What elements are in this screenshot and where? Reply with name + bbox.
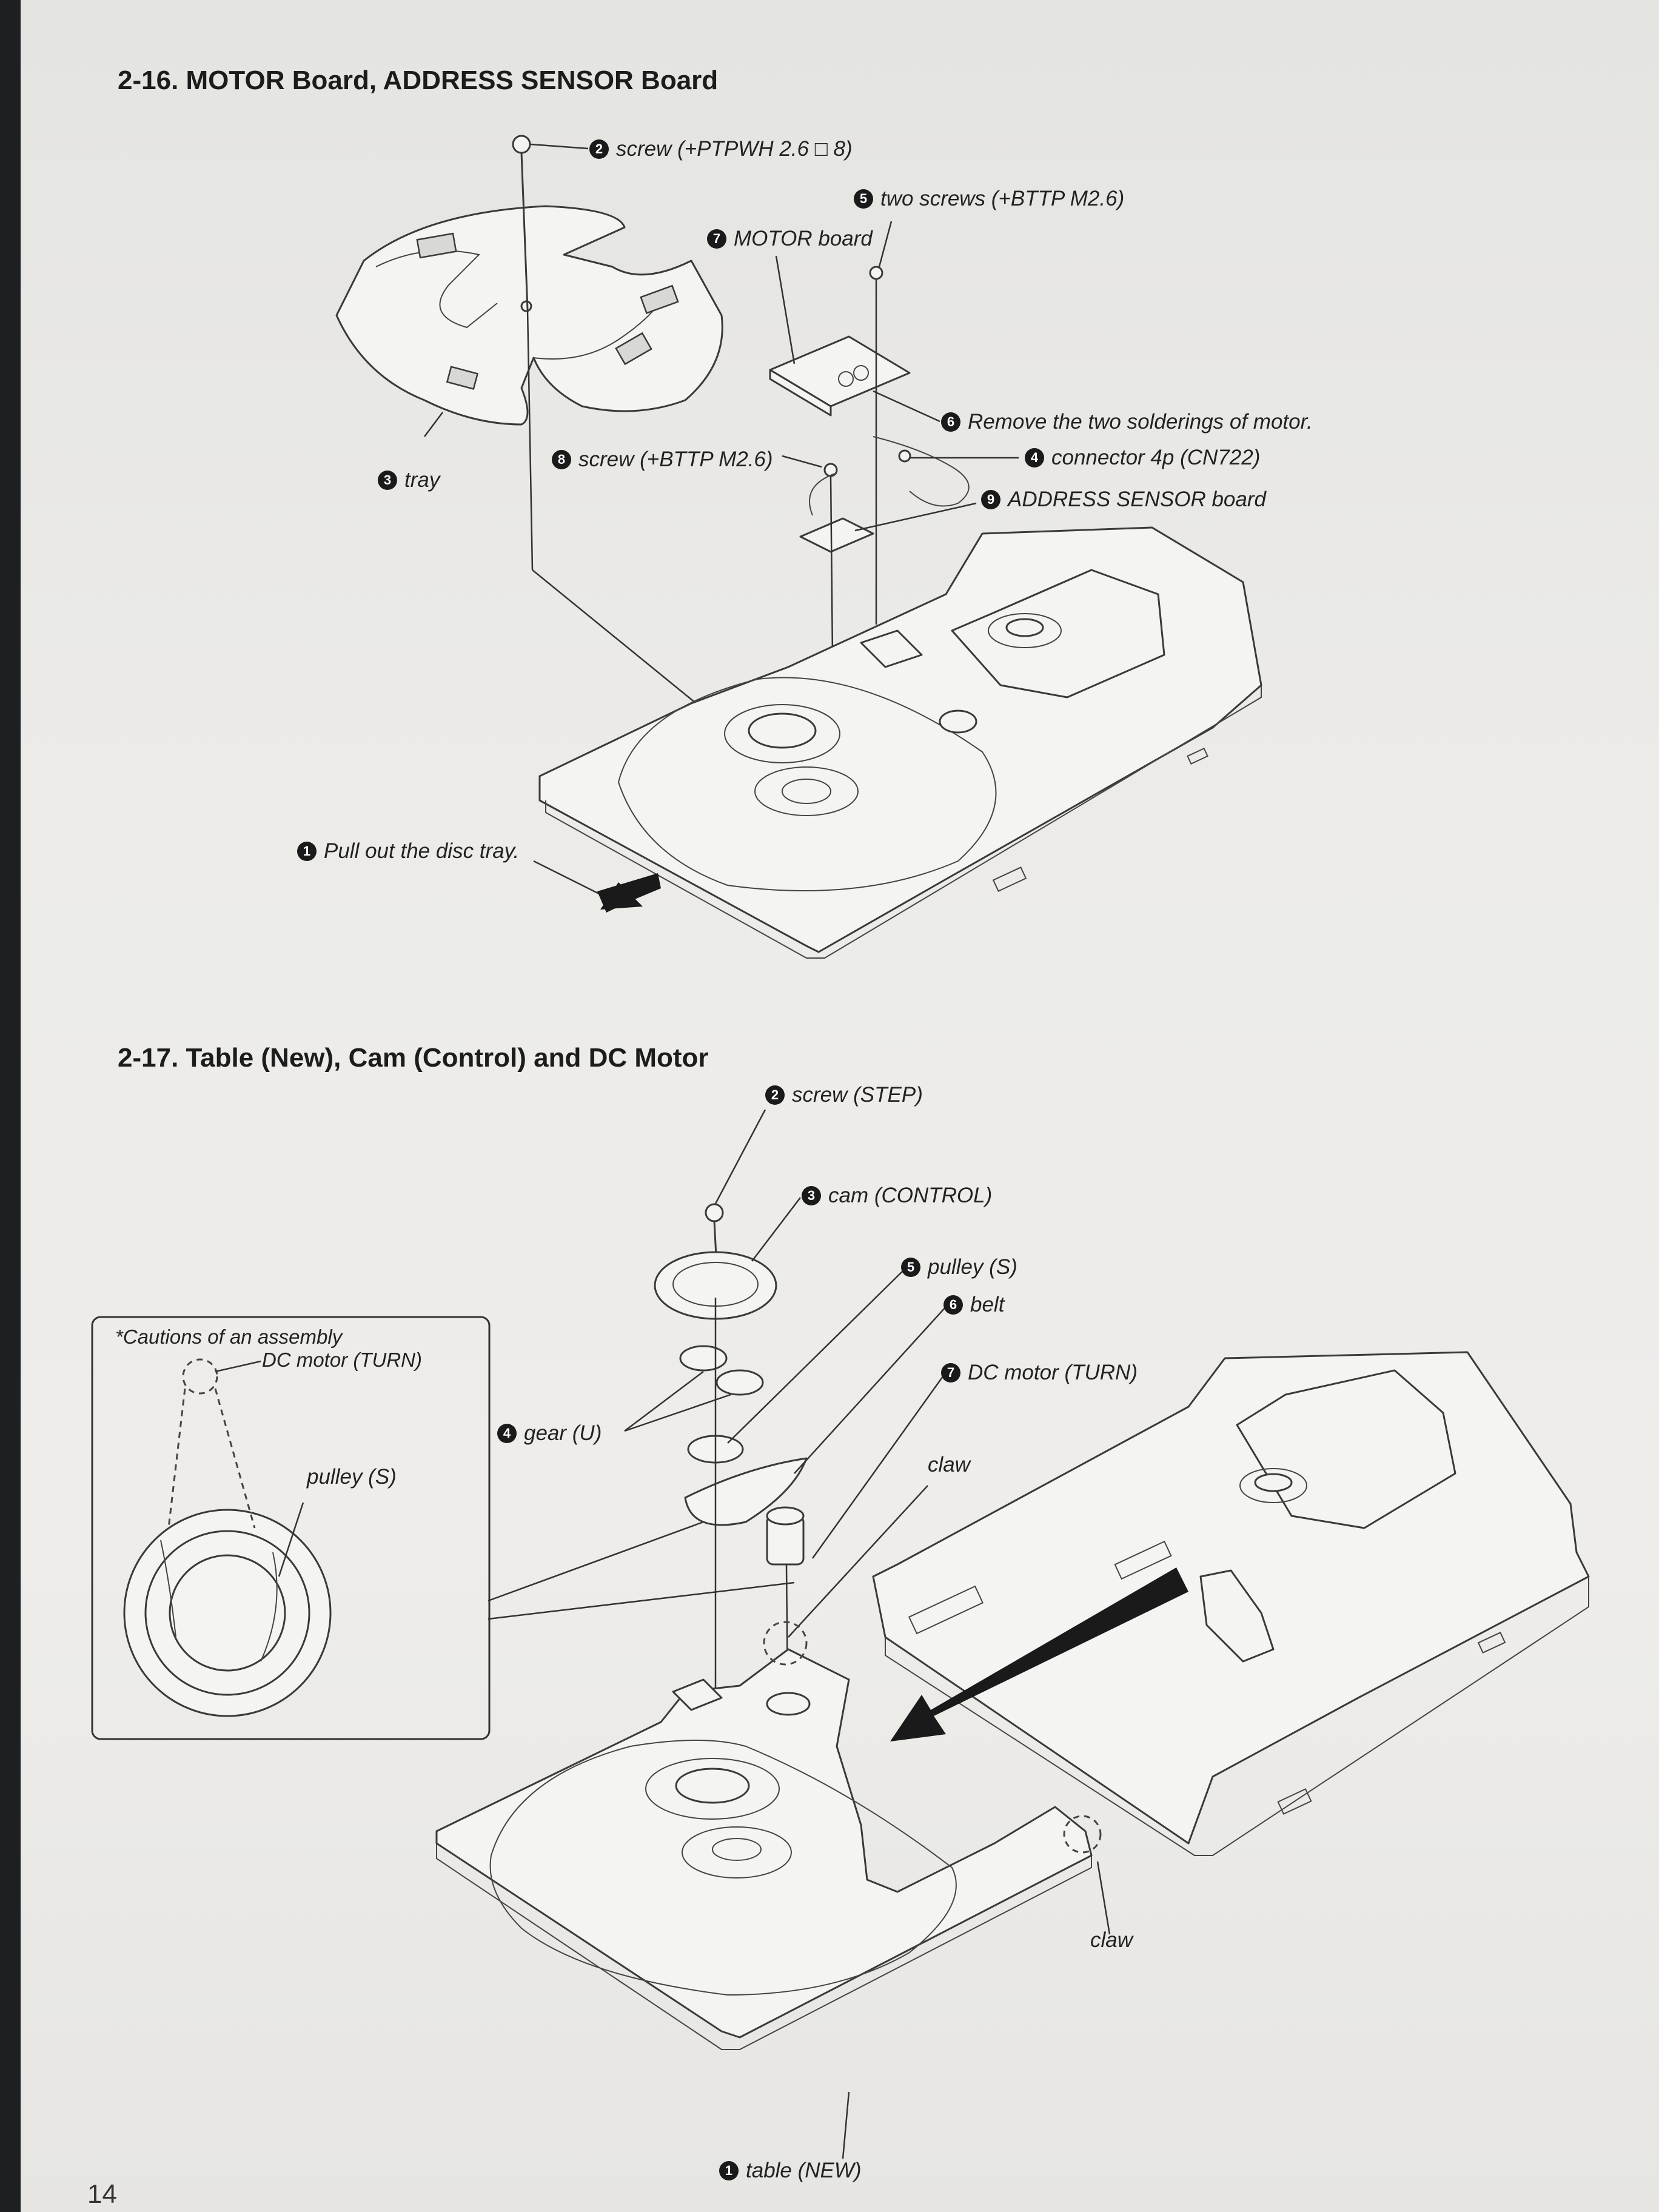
step-number-badge: 6 bbox=[941, 412, 960, 432]
step-number-badge: 2 bbox=[765, 1085, 785, 1105]
caution-pulley-label: pulley (S) bbox=[307, 1465, 397, 1489]
label-text: DC motor (TURN) bbox=[968, 1361, 1138, 1384]
label-text: Remove the two solderings of motor. bbox=[968, 410, 1313, 434]
motor-board-illustration bbox=[769, 266, 911, 625]
step-number-badge: 3 bbox=[378, 471, 397, 490]
page-shadow-edge bbox=[0, 0, 21, 2212]
step-number-badge: 4 bbox=[1025, 448, 1044, 468]
step-number-badge: 8 bbox=[552, 450, 571, 469]
caution-box bbox=[91, 1316, 795, 1740]
section-2-17-title: 2-17. Table (New), Cam (Control) and DC … bbox=[118, 1043, 709, 1073]
label-remove-solderings-6: 6 Remove the two solderings of motor. bbox=[941, 410, 1313, 434]
label-pull-out-tray-1: 1 Pull out the disc tray. bbox=[297, 839, 519, 863]
section-2-16-title: 2-16. MOTOR Board, ADDRESS SENSOR Board bbox=[118, 65, 719, 95]
caution-dc-motor-label: DC motor (TURN) bbox=[262, 1349, 422, 1371]
step-number-badge: 2 bbox=[589, 139, 609, 159]
label-text: connector 4p (CN722) bbox=[1051, 446, 1261, 469]
step-number-badge: 6 bbox=[943, 1295, 963, 1315]
label-cam-control-3: 3 cam (CONTROL) bbox=[802, 1184, 992, 1208]
step-number-badge: 5 bbox=[901, 1258, 920, 1277]
step-number-badge: 1 bbox=[719, 2161, 739, 2180]
label-text: gear (U) bbox=[524, 1421, 602, 1445]
label-screw-8: 8 screw (+BTTP M2.6) bbox=[552, 447, 773, 472]
step-number-badge: 5 bbox=[854, 189, 873, 209]
label-two-screws-5: 5 two screws (+BTTP M2.6) bbox=[854, 187, 1124, 211]
label-text: MOTOR board bbox=[734, 227, 873, 250]
label-text: tray bbox=[404, 468, 440, 492]
step-number-badge: 9 bbox=[981, 490, 1000, 509]
label-screw-2: 2 screw (+PTPWH 2.6 □ 8) bbox=[589, 137, 853, 161]
label-text: belt bbox=[970, 1293, 1005, 1316]
label-text: ADDRESS SENSOR board bbox=[1008, 488, 1266, 511]
step-number-badge: 4 bbox=[497, 1424, 517, 1443]
table-new-illustration bbox=[435, 1621, 1102, 2050]
leaders-2-17 bbox=[624, 1109, 1111, 2159]
chassis-2-16-illustration bbox=[538, 526, 1262, 959]
label-text: claw bbox=[1090, 1928, 1133, 1952]
step-number-badge: 7 bbox=[941, 1363, 960, 1382]
label-gear-u-4: 4 gear (U) bbox=[497, 1421, 602, 1446]
leaders-2-16 bbox=[424, 143, 1019, 532]
chassis-2-17-illustration bbox=[872, 1351, 1590, 1856]
label-claw-upper: claw bbox=[928, 1453, 970, 1477]
pull-out-arrow bbox=[533, 860, 661, 913]
tray-illustration bbox=[335, 205, 723, 426]
label-address-sensor-board-9: 9 ADDRESS SENSOR board bbox=[981, 488, 1266, 512]
label-text: pulley (S) bbox=[928, 1255, 1017, 1279]
label-dc-motor-7: 7 DC motor (TURN) bbox=[941, 1361, 1138, 1385]
label-text: Pull out the disc tray. bbox=[324, 839, 520, 863]
label-text: screw (+PTPWH 2.6 □ 8) bbox=[616, 137, 853, 161]
step-number-badge: 3 bbox=[802, 1186, 821, 1205]
label-pulley-s-5: 5 pulley (S) bbox=[901, 1255, 1017, 1279]
caution-title: *Cautions of an assembly bbox=[115, 1326, 343, 1348]
label-connector-4: 4 connector 4p (CN722) bbox=[1025, 446, 1260, 470]
step-number-badge: 1 bbox=[297, 842, 317, 861]
label-motor-board-7: 7 MOTOR board bbox=[707, 227, 873, 251]
label-belt-6: 6 belt bbox=[943, 1293, 1004, 1317]
label-table-new-1: 1 table (NEW) bbox=[719, 2159, 862, 2183]
label-text: cam (CONTROL) bbox=[828, 1184, 993, 1207]
label-text: claw bbox=[928, 1453, 971, 1476]
label-text: table (NEW) bbox=[746, 2159, 862, 2182]
label-claw-lower: claw bbox=[1090, 1928, 1133, 1952]
page-number: 14 bbox=[87, 2179, 117, 2209]
label-screw-step-2: 2 screw (STEP) bbox=[765, 1083, 923, 1107]
step-number-badge: 7 bbox=[707, 229, 726, 249]
label-text: two screws (+BTTP M2.6) bbox=[880, 187, 1125, 210]
label-text: screw (STEP) bbox=[792, 1083, 923, 1107]
label-text: screw (+BTTP M2.6) bbox=[578, 447, 773, 471]
label-tray-3: 3 tray bbox=[378, 468, 440, 492]
